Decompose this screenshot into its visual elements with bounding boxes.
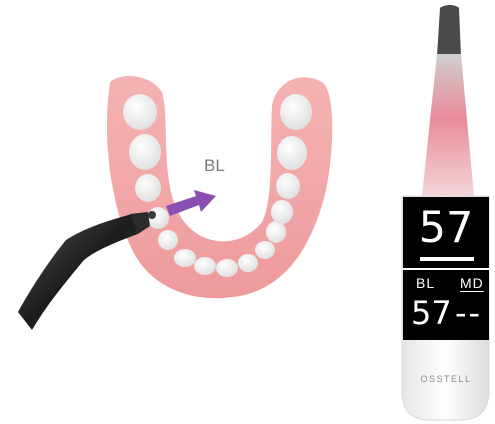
direction-bl-value: 57 <box>411 293 452 333</box>
isq-underline <box>420 257 474 261</box>
direction-md-value: -- <box>455 293 482 333</box>
isq-main-value: 57 <box>403 202 489 254</box>
direction-md-label: MD <box>460 275 484 291</box>
direction-label: BL <box>204 156 225 176</box>
direction-bl-label: BL <box>416 275 435 291</box>
brand-logo: OSSTELL <box>408 374 484 384</box>
isq-readout-panel: 57 BL MD 57 -- <box>403 197 489 340</box>
handset-tip <box>437 5 461 56</box>
panel-divider <box>403 268 489 270</box>
probe-instrument-icon <box>18 212 150 330</box>
handset-upper <box>422 54 474 196</box>
implant-site <box>148 211 156 219</box>
dental-arch <box>107 76 332 298</box>
